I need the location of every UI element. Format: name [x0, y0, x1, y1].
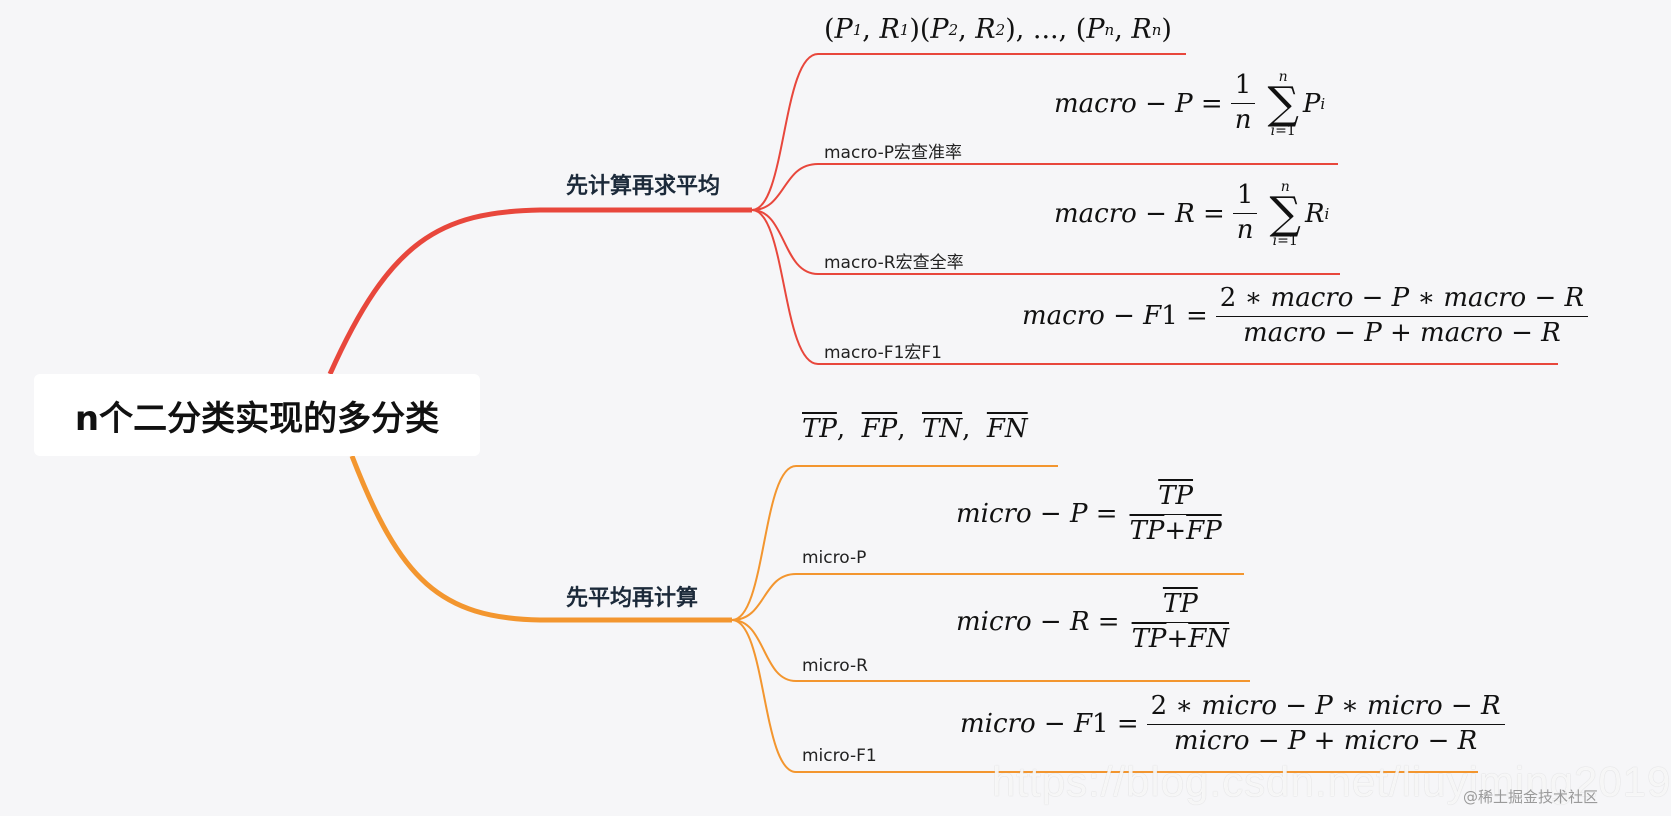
root-title: n个二分类实现的多分类 [74, 398, 440, 439]
credit-text: @稀土掘金技术社区 [1462, 788, 1598, 806]
micro-child-4-connector [731, 619, 1478, 773]
macro-child-2-connector [751, 163, 1338, 211]
macro-p-label[interactable]: macro-P宏查准率 [824, 143, 963, 163]
micro-child-2-connector [731, 573, 1244, 621]
mindmap-connectors [327, 53, 1558, 773]
macro-child-1-connector [751, 53, 1186, 211]
macro-r-label[interactable]: macro-R宏查全率 [824, 253, 964, 273]
root-to-macro-connector [327, 207, 752, 376]
root-to-micro-connector [349, 455, 732, 623]
topic-macro[interactable]: 先计算再求平均 [566, 174, 721, 199]
topic-micro[interactable]: 先平均再计算 [566, 586, 699, 611]
micro-f1-label[interactable]: micro-F1 [802, 746, 877, 766]
micro-p-label[interactable]: micro-P [802, 548, 867, 568]
micro-child-1-connector [731, 465, 1058, 621]
micro-averages-formula: TP, FP, TN, FN [802, 414, 1028, 444]
macro-child-3-connector [751, 209, 1340, 275]
micro-child-3-connector [731, 619, 1250, 682]
watermark-url: https://blog.csdn.net/liuyiming2019 [992, 758, 1671, 805]
root-node[interactable]: n个二分类实现的多分类 [34, 374, 480, 456]
macro-child-4-connector [751, 209, 1558, 365]
macro-f1-label[interactable]: macro-F1宏F1 [824, 343, 942, 363]
micro-r-label[interactable]: micro-R [802, 656, 868, 676]
